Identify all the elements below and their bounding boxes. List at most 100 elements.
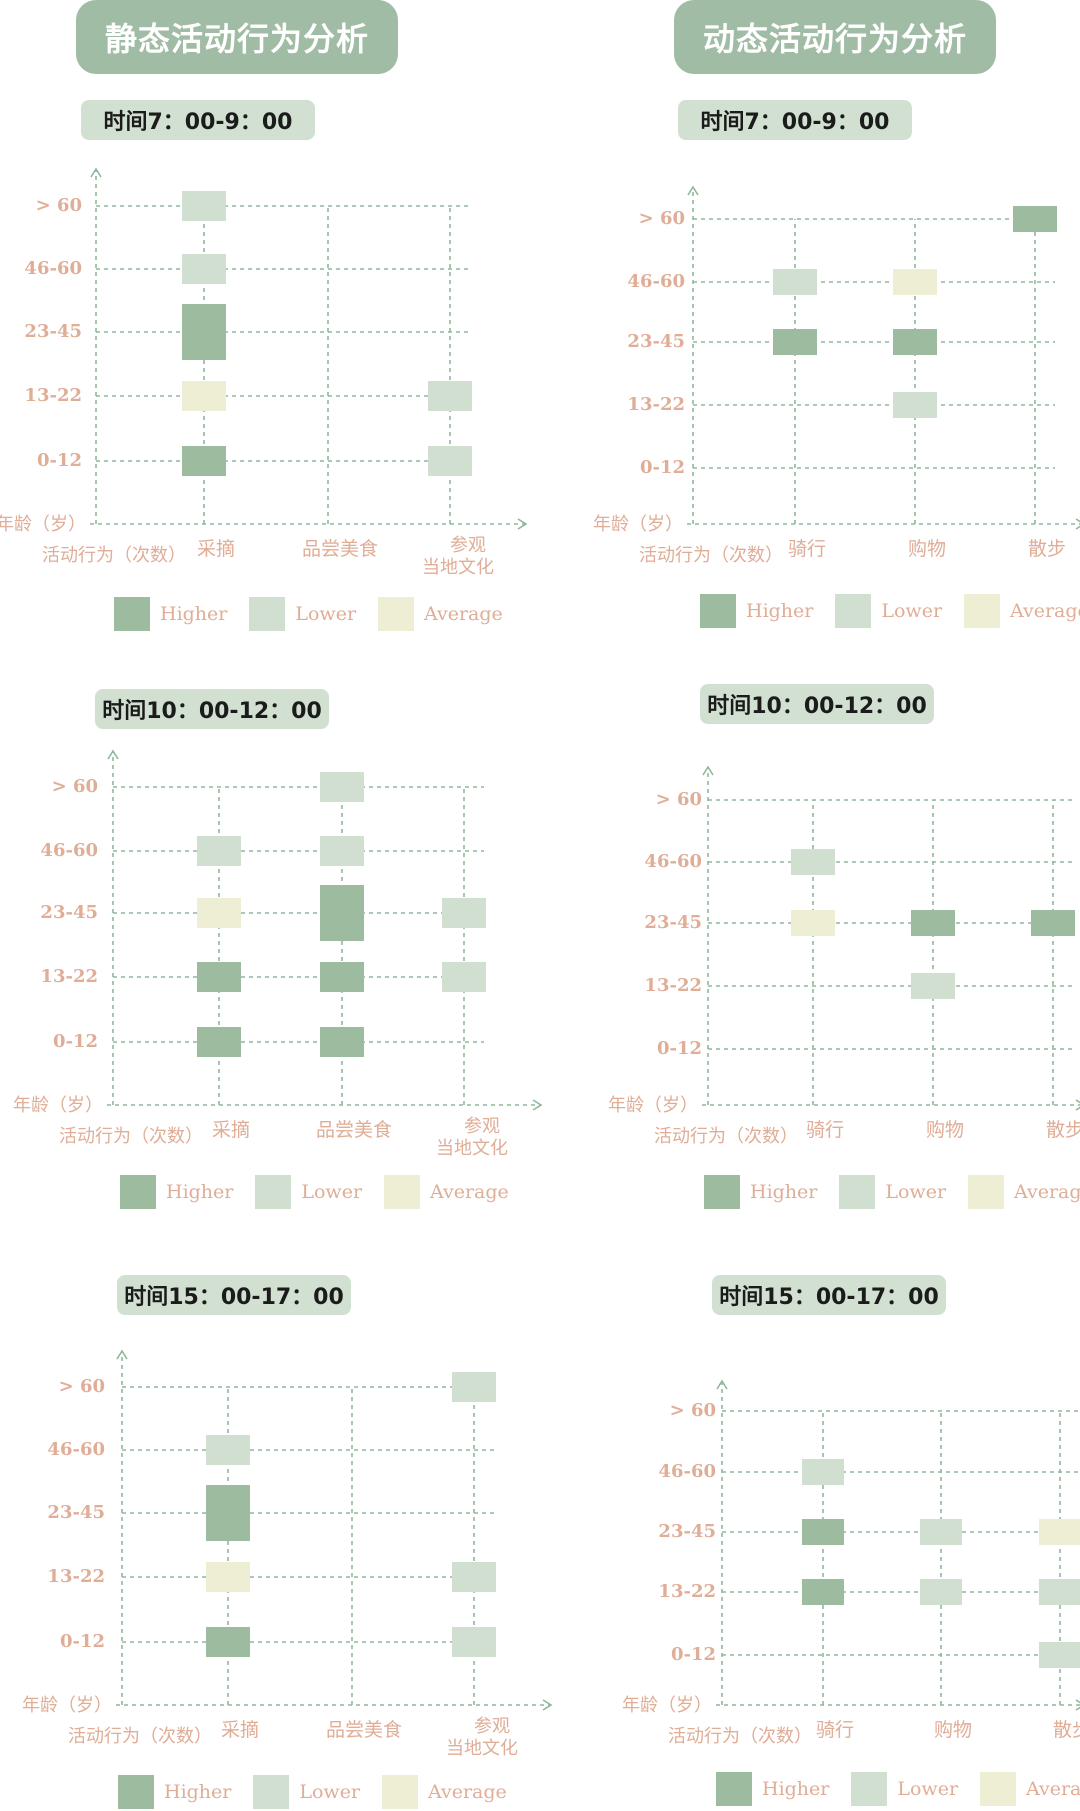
- legend-swatch-higher: [700, 594, 736, 628]
- legend-item-average: Average: [964, 594, 1080, 628]
- legend-dynamic-5: Higher Lower Average: [716, 1772, 1080, 1806]
- cell-lower: [197, 836, 241, 866]
- x-axis-arrow: [1075, 1699, 1080, 1711]
- legend-label-lower: Lower: [897, 1778, 959, 1800]
- cell-lower: [1039, 1642, 1080, 1668]
- y-axis-title: 年龄（岁）: [622, 1695, 712, 1716]
- legend-item-average: Average: [378, 597, 503, 631]
- legend-label-lower: Lower: [885, 1181, 947, 1203]
- x-category-label: 散步: [1046, 1119, 1080, 1141]
- y-tick-label: 13-22: [627, 394, 685, 415]
- y-tick-label: 23-45: [40, 902, 98, 923]
- legend-label-lower: Lower: [295, 603, 357, 625]
- legend-static-2: Higher Lower Average: [120, 1175, 531, 1209]
- legend-swatch-average: [964, 594, 1001, 628]
- legend-item-average: Average: [384, 1175, 509, 1209]
- legend-label-higher: Higher: [160, 603, 228, 625]
- y-tick-label: 23-45: [24, 321, 82, 342]
- x-category-label: 购物: [926, 1119, 964, 1141]
- cell-lower: [428, 381, 472, 411]
- x-category-label: 参观: [474, 1716, 510, 1737]
- y-tick-label: 13-22: [24, 385, 82, 406]
- time-label-static-2: 时间10：00-12：00: [95, 689, 329, 729]
- y-tick-label: > 60: [52, 776, 98, 797]
- cell-higher: [206, 1627, 250, 1657]
- x-category-label: 参观: [450, 535, 486, 556]
- legend-swatch-lower: [835, 594, 872, 628]
- y-tick-label: 23-45: [627, 331, 685, 352]
- legend-item-average: Average: [980, 1772, 1080, 1806]
- cell-higher: [182, 304, 226, 360]
- time-label-static-3: 时间15：00-17：00: [117, 1275, 351, 1315]
- y-tick-label: > 60: [36, 195, 82, 216]
- x-axis-arrow: [1075, 1099, 1080, 1111]
- legend-label-average: Average: [424, 603, 503, 625]
- cell-lower: [452, 1562, 496, 1592]
- y-tick-label: 46-60: [24, 258, 82, 279]
- x-axis-title: 活动行为（次数）: [42, 545, 186, 566]
- cell-lower: [911, 973, 955, 999]
- legend-item-higher: Higher: [114, 597, 227, 631]
- legend-label-lower: Lower: [881, 600, 943, 622]
- legend-swatch-average: [968, 1175, 1005, 1209]
- legend-label-higher: Higher: [164, 1781, 232, 1803]
- legend-swatch-average: [980, 1772, 1017, 1806]
- y-tick-label: 23-45: [47, 1502, 105, 1523]
- cell-lower: [182, 254, 226, 284]
- x-category-label: 采摘: [221, 1719, 259, 1741]
- y-axis-arrow: [107, 749, 119, 760]
- y-tick-label: 46-60: [644, 851, 702, 872]
- cell-higher: [182, 446, 226, 476]
- y-axis-arrow: [116, 1349, 128, 1360]
- cell-higher: [197, 962, 241, 992]
- legend-label-lower: Lower: [299, 1781, 361, 1803]
- legend-static-3: Higher Lower Average: [118, 1775, 529, 1809]
- x-axis-title: 活动行为（次数）: [668, 1726, 812, 1747]
- legend-swatch-higher: [114, 597, 150, 631]
- cell-lower: [1039, 1579, 1080, 1605]
- y-axis-arrow: [90, 167, 102, 178]
- x-category-label: 采摘: [212, 1119, 250, 1141]
- legend-item-lower: Lower: [835, 594, 942, 628]
- legend-label-average: Average: [428, 1781, 507, 1803]
- cell-average: [791, 910, 835, 936]
- legend-item-lower: Lower: [255, 1175, 362, 1209]
- cell-lower: [802, 1459, 844, 1485]
- x-category-label: 骑行: [806, 1119, 844, 1141]
- legend-swatch-lower: [851, 1772, 888, 1806]
- x-category-label: 购物: [934, 1719, 972, 1741]
- y-tick-label: 0-12: [657, 1038, 702, 1059]
- legend-item-higher: Higher: [716, 1772, 829, 1806]
- y-tick-label: 46-60: [40, 840, 98, 861]
- cell-lower: [452, 1627, 496, 1657]
- y-tick-label: 46-60: [627, 271, 685, 292]
- legend-swatch-higher: [120, 1175, 156, 1209]
- cell-higher: [911, 910, 955, 936]
- cell-higher: [1031, 910, 1075, 936]
- cell-average: [182, 381, 226, 411]
- x-axis-title: 活动行为（次数）: [59, 1126, 203, 1147]
- legend-swatch-higher: [716, 1772, 752, 1806]
- legend-label-average: Average: [1014, 1181, 1080, 1203]
- y-axis-title: 年龄（岁）: [593, 514, 683, 535]
- legend-swatch-average: [378, 597, 415, 631]
- x-category-label: 品尝美食: [302, 538, 378, 560]
- legend-item-higher: Higher: [118, 1775, 231, 1809]
- cell-higher: [773, 329, 817, 355]
- cell-average: [197, 898, 241, 928]
- cell-lower: [893, 392, 937, 418]
- cell-lower: [791, 849, 835, 875]
- cell-lower: [452, 1372, 496, 1402]
- x-axis-arrow: [517, 518, 528, 530]
- y-tick-label: 13-22: [47, 1566, 105, 1587]
- legend-label-lower: Lower: [301, 1181, 363, 1203]
- legend-item-lower: Lower: [253, 1775, 360, 1809]
- legend-swatch-higher: [704, 1175, 740, 1209]
- x-category-label: 购物: [908, 538, 946, 560]
- legend-item-higher: Higher: [120, 1175, 233, 1209]
